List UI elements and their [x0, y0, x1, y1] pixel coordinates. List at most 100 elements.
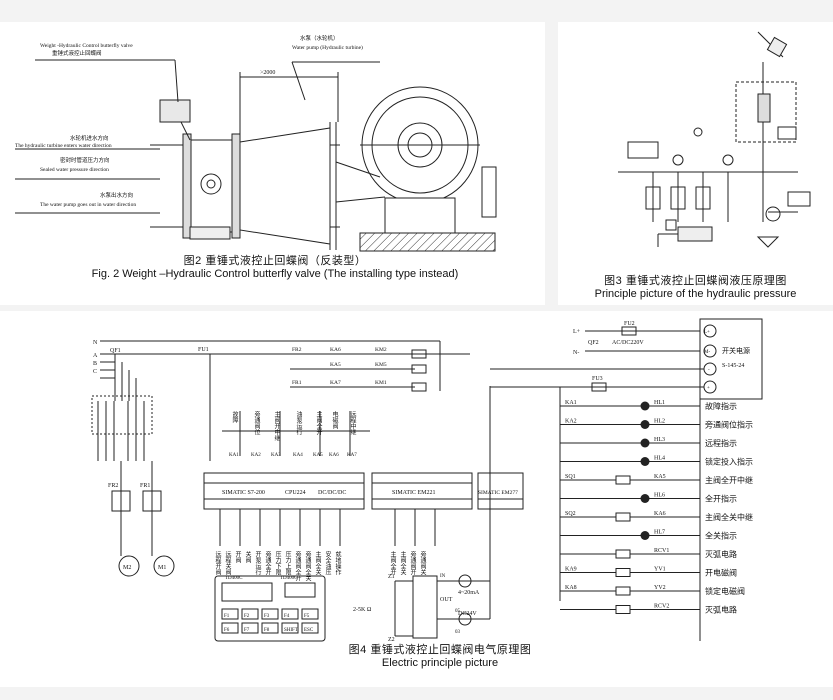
indicator-lamp-icon: [640, 438, 650, 448]
input-label: 主阀全开: [315, 410, 322, 436]
em-input-label: 旁通阀关: [419, 550, 426, 576]
psu-fu2-label: FU2: [624, 321, 635, 327]
ctrl-ka6-label: KA6: [330, 347, 341, 353]
output-label: 旁通阀全开: [294, 550, 301, 582]
row-label: 开电磁阀: [705, 568, 737, 578]
figure-4-caption-en: Electric principle picture: [381, 657, 499, 669]
input-label: 旁通阀位: [253, 410, 260, 435]
output-label: 压力上限: [284, 551, 291, 576]
row-label: 故障指示: [705, 401, 737, 411]
row-device: HL2: [654, 419, 665, 425]
fr2-label: FR2: [108, 483, 118, 489]
bus-n-label: N: [93, 340, 98, 346]
bus-a-label: A: [93, 353, 98, 359]
row-label: 主阀全关中继: [705, 512, 753, 522]
row-device: KA5: [654, 474, 666, 480]
transducer-pin-05: 05: [455, 609, 461, 614]
em-input-label: 旁通阀开: [409, 550, 416, 576]
ctrl-fr1-label: FR1: [292, 380, 302, 386]
hmi-key-label: F5: [304, 614, 310, 619]
input-labels: 故障KA1旁通阀位KA2主阀开中继KA3油泵运行KA4主阀全开KA5电磁阀KA6…: [229, 410, 357, 458]
ctrl-km1-label: KM1: [375, 380, 387, 386]
valve-label-en: Weight -Hydraulic Control butterfly valv…: [40, 42, 133, 49]
hmi-key-label: ESC: [304, 628, 314, 633]
ctrl-ka7-label: KA7: [330, 380, 341, 386]
fu3-label: FU3: [592, 376, 603, 382]
input-label: 远程中继: [349, 410, 356, 435]
em-input-label: 主阀全开: [389, 550, 396, 576]
hmi-key: [281, 622, 299, 634]
figure-3-panel: 图3 重锤式液控止回蝶阀液压原理图 Principle picture of t…: [558, 22, 833, 305]
transducer-pin-03: 03: [455, 630, 461, 635]
input-relay-label: KA1: [229, 453, 239, 458]
row-device: HL1: [654, 400, 665, 406]
row-contact: KA1: [565, 400, 577, 406]
transducer-pot: 2-5K Ω: [353, 607, 372, 613]
output-label: 就地操作: [334, 550, 341, 576]
transducer-range: 4~20mA: [458, 590, 480, 596]
transducer-out: OUT: [440, 597, 453, 603]
ctrl-fr2-label: FR2: [292, 347, 302, 353]
hmi-key-label: F7: [244, 628, 250, 633]
relay-coil-icon: [615, 475, 631, 485]
row-device: HL4: [654, 456, 665, 462]
figure-2-panel: Weight -Hydraulic Control butterfly valv…: [0, 22, 545, 305]
figure-3-caption: 图3 重锤式液控止回蝶阀液压原理图 Principle picture of t…: [558, 272, 833, 300]
relay-coil-icon: [615, 512, 631, 522]
relay-coil-icon: [615, 568, 631, 577]
em277-name: SIMATIC EM277: [478, 490, 518, 496]
hmi-key: [221, 608, 239, 620]
em-input-label: 主阀全关: [399, 550, 406, 576]
dimension-label: >2000: [260, 70, 275, 76]
hmi-key-label: F3: [264, 614, 270, 619]
output-label: 旁通阀全关: [304, 550, 311, 582]
input-relay-label: KA3: [271, 453, 281, 458]
input-label: 油泵运行: [295, 410, 302, 436]
indicator-lamp-icon: [640, 457, 650, 466]
psu-model: S-145-24: [722, 363, 744, 369]
sealed-pressure-en: Sealed water pressure direction: [40, 167, 109, 173]
figure-3-caption-en: Principle picture of the hydraulic press…: [594, 288, 797, 300]
indicator-lamp-icon: [640, 494, 650, 503]
hmi-key: [261, 622, 279, 634]
psu-qf2-label: QF2: [588, 340, 599, 346]
figure-3-caption-zh: 图3 重锤式液控止回蝶阀液压原理图: [604, 275, 787, 287]
row-contact: KA8: [565, 585, 577, 591]
row-contact: KA2: [565, 419, 577, 425]
output-label: 压力下限: [274, 551, 281, 576]
cpu-model: CPU224: [285, 490, 306, 496]
figure-2-drawing: Weight -Hydraulic Control butterfly valv…: [15, 34, 497, 252]
hmi-key-label: SHIFT: [284, 628, 298, 633]
row-label: 主阀全开中继: [705, 475, 753, 485]
hmi-key-label: F1: [224, 614, 230, 619]
row-label: 远程指示: [705, 438, 737, 448]
input-relay-label: KA4: [293, 453, 303, 458]
hmi-key: [261, 608, 279, 620]
row-device: HL3: [654, 437, 665, 443]
row-contact: KA9: [565, 567, 577, 573]
input-label: 主阀开中继: [273, 410, 280, 441]
figure-3-drawing: [618, 31, 811, 248]
hmi-key-label: F4: [284, 614, 290, 619]
input-relay-label: KA2: [251, 453, 261, 458]
psu-terminal-minus: -: [708, 368, 710, 373]
em221-name: SIMATIC EM221: [392, 490, 436, 496]
row-device: HL7: [654, 530, 665, 536]
cpu-name: SIMATIC S7-200: [222, 490, 265, 496]
relay-coil-icon: [615, 549, 631, 559]
fr1-label: FR1: [140, 483, 150, 489]
input-label: 故障: [231, 410, 238, 424]
hmi-brand: TD400C: [225, 576, 243, 581]
input-relay-label: KA5: [313, 453, 323, 458]
row-label: 全开指示: [705, 494, 737, 504]
hmi-key: [301, 608, 319, 620]
relay-coil-icon: [615, 605, 631, 614]
output-label: 旁通全开: [264, 550, 271, 576]
psu-ac-label: AC/DC220V: [612, 340, 644, 346]
pump-label-en: Water pump (Hydraulic turbine): [292, 44, 363, 51]
row-device: YV1: [654, 567, 666, 573]
row-device: RCV2: [654, 604, 669, 610]
relay-coil-icon: [615, 586, 631, 596]
